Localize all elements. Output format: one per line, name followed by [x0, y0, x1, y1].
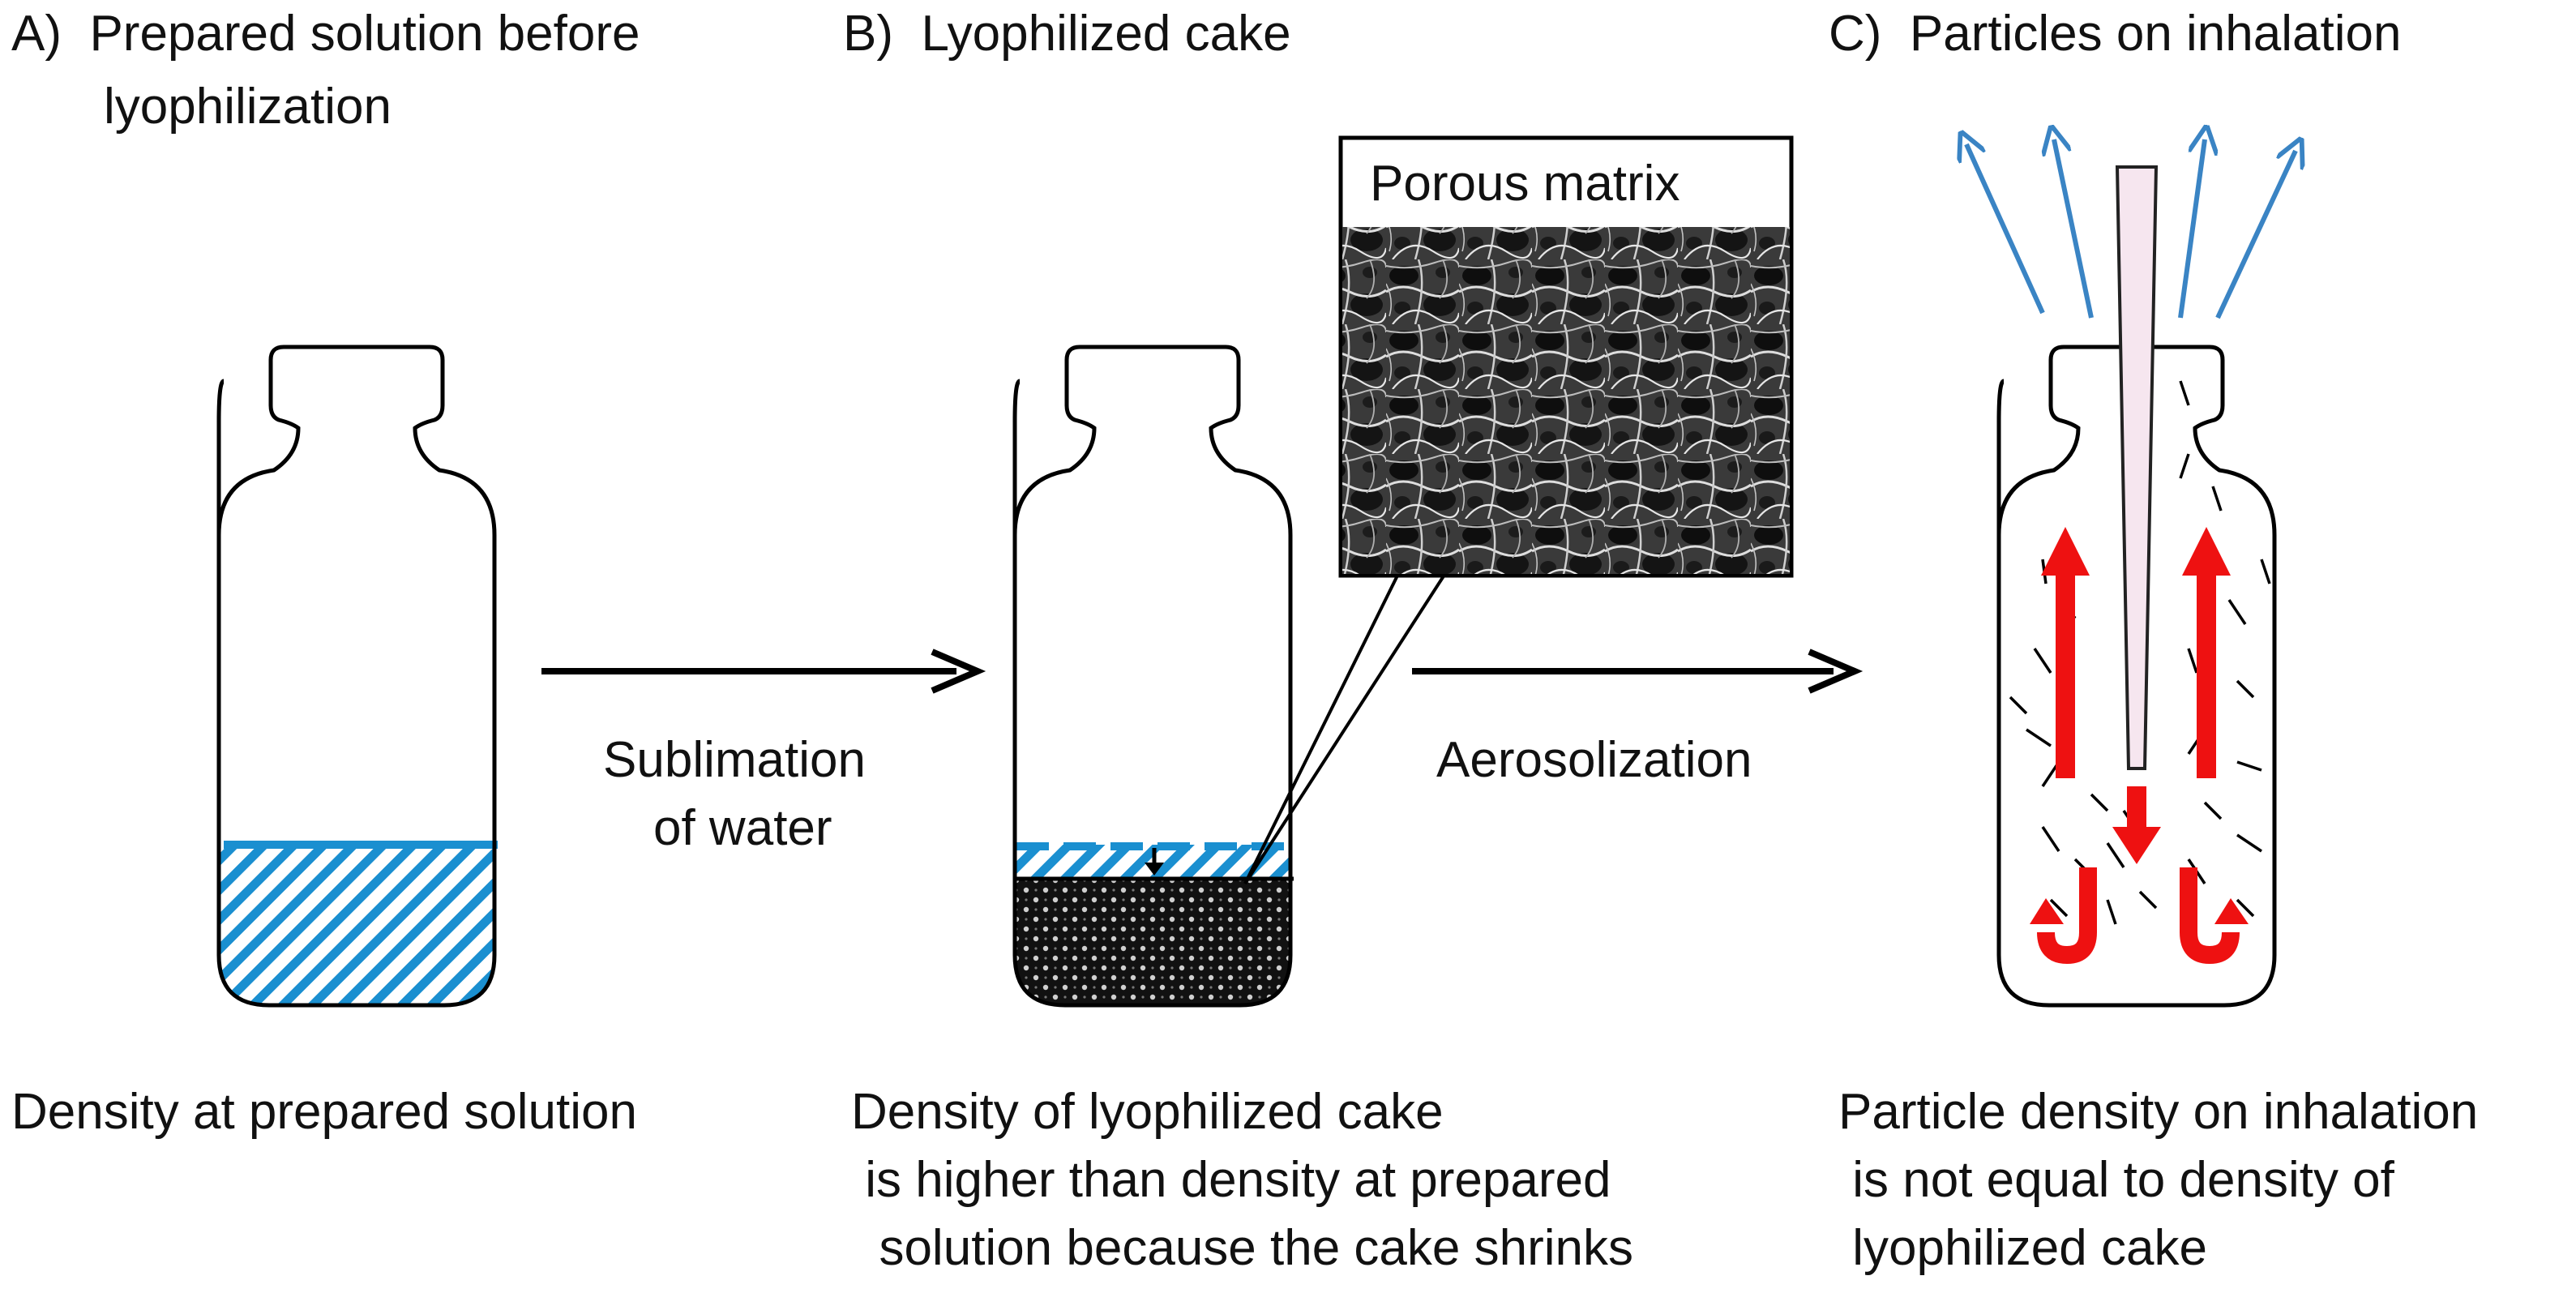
panel-c-caption-line3: lyophilized cake: [1838, 1220, 2207, 1276]
panel-c-caption-line1: Particle density on inhalation: [1838, 1084, 2479, 1140]
particle-mark: [2187, 648, 2198, 674]
particle-mark: [2033, 648, 2052, 674]
airflow-down-arrow: [2112, 786, 2161, 864]
escape-arrow-2: [2054, 139, 2094, 319]
inhaler-needle: [2115, 165, 2159, 770]
particle-mark: [2049, 898, 2069, 918]
vial-b: [1012, 345, 1294, 1008]
particle-mark: [2227, 599, 2247, 625]
sublimation-label: Sublimation: [603, 732, 866, 788]
panel-b-title: B) Lyophilized cake: [843, 6, 1291, 62]
solution-fill-a: [219, 843, 494, 1005]
particle-mark: [2009, 696, 2028, 715]
particle-mark: [2236, 833, 2262, 853]
vial-a-outline: [216, 345, 497, 1008]
vial-a: [216, 345, 498, 1008]
shrink-arrow-icon: [1145, 848, 1164, 876]
panel-a-caption: Density at prepared solution: [11, 1084, 638, 1140]
particle-mark: [2236, 898, 2255, 918]
escape-arrow-4: [2215, 151, 2296, 319]
panel-c-title: C) Particles on inhalation: [1829, 6, 2402, 62]
sem-micrograph: [1342, 227, 1790, 574]
panel-b-caption-line3: solution because the cake shrinks: [851, 1220, 1633, 1276]
airflow-curl-right: [2180, 867, 2240, 965]
particle-mark: [2203, 801, 2223, 820]
airflow-curl-right-head: [2214, 898, 2249, 924]
escape-arrow-1: [1966, 144, 2045, 315]
particle-mark: [2090, 793, 2109, 812]
sublimation-arrow: [541, 649, 986, 694]
particle-mark: [2211, 486, 2223, 512]
airflow-up-arrow-left: [2041, 527, 2090, 778]
sublimation-label-cont: of water: [653, 800, 832, 856]
panel-b-caption-line1: Density of lyophilized cake: [851, 1084, 1444, 1140]
aerosolization-arrow: [1412, 649, 1864, 694]
particle-mark: [2138, 890, 2158, 910]
escape-arrows: [1966, 139, 2296, 319]
porous-matrix-inset: Porous matrix: [1338, 135, 1794, 578]
particle-mark: [2106, 899, 2117, 925]
airflow-arrows: [2030, 527, 2249, 965]
zoom-line-right: [1243, 571, 1448, 885]
panel-b-caption-line2: is higher than density at prepared: [851, 1152, 1611, 1208]
vial-c: [1966, 139, 2296, 1008]
particle-mark: [2236, 760, 2262, 772]
escape-arrow-3: [2178, 139, 2205, 319]
airflow-curl-left: [2037, 867, 2097, 965]
panel-a-title-cont: lyophilization: [104, 79, 392, 135]
vial-c-outline: [1996, 345, 2277, 1008]
particle-mark: [2106, 842, 2125, 868]
inset-label: Porous matrix: [1370, 156, 1680, 212]
particle-mark: [2041, 826, 2060, 852]
particle-mark: [2260, 559, 2271, 584]
zoom-line-left: [1243, 572, 1401, 884]
lyophilized-cake: [1015, 879, 1290, 1005]
particle-mark: [2026, 728, 2052, 747]
airflow-up-arrow-right: [2182, 527, 2231, 778]
airflow-curl-left-head: [2030, 898, 2064, 924]
particle-mark: [2236, 679, 2255, 699]
particle-mark: [2179, 380, 2190, 406]
panel-a-title: A) Prepared solution before: [11, 6, 640, 62]
particle-mark: [2179, 453, 2190, 479]
panel-c-caption-line2: is not equal to density of: [1838, 1152, 2394, 1208]
aerosolization-label: Aerosolization: [1436, 732, 1752, 788]
vial-b-outline: [1012, 345, 1293, 1008]
